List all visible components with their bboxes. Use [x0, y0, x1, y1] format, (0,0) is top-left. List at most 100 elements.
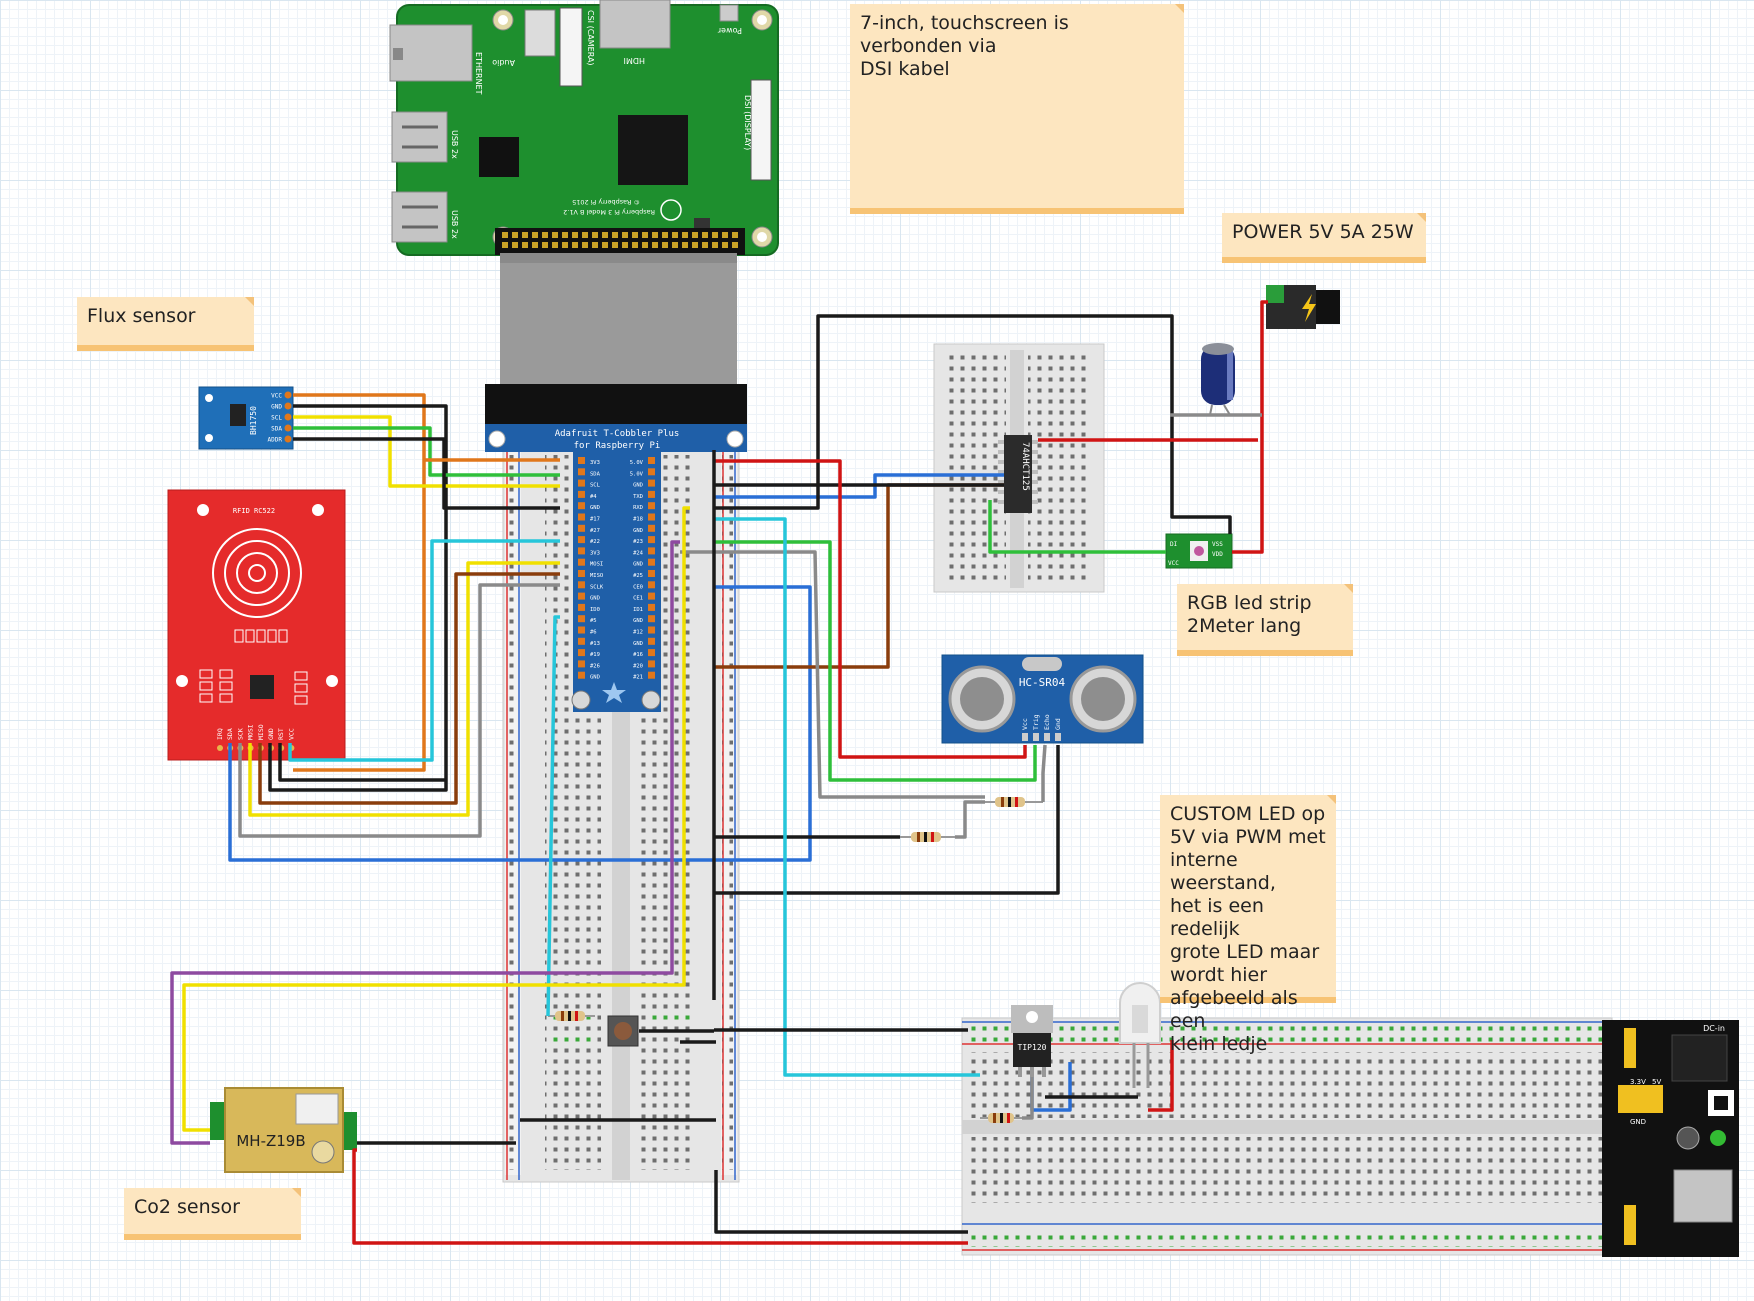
cobbler-pad-left [578, 513, 585, 521]
rfid-pin-label: RST [277, 728, 285, 740]
cobbler-pad-right [648, 457, 655, 464]
cobbler-title-line2: for Raspberry Pi [574, 441, 661, 451]
cobbler-pad-right [648, 615, 655, 623]
psu-3v3-label: 3.3V [1630, 1078, 1646, 1086]
wire-green-rgb [988, 500, 1166, 554]
cobbler-pad-left [578, 660, 585, 668]
cobbler-pin-left-label: #26 [590, 663, 600, 669]
cobbler-pad-left [578, 603, 585, 611]
wire-rfid-irq [228, 585, 812, 862]
cobbler-pin-left-label: #6 [590, 630, 597, 636]
wire-yellow-co2 [182, 506, 690, 1132]
lightning-icon [1302, 294, 1316, 322]
bh1750-pin-label: ADDR [268, 437, 283, 444]
cobbler-pin-left-label: GND [590, 675, 600, 681]
cobbler-pin-right-label: RXD [633, 505, 643, 511]
rpi-usb1-label: USB 2x [450, 130, 459, 159]
bh1750-pin-label: SDA [271, 426, 282, 433]
cobbler-pad-right [648, 626, 655, 634]
transistor-label: TIP120 [1018, 1043, 1047, 1052]
cobbler-pin-left-label: #22 [590, 539, 600, 545]
pushbutton [607, 1015, 639, 1047]
rpi-csi-label: CSI (CAMERA) [586, 10, 595, 66]
wire-black-ic-top [714, 314, 1232, 534]
cobbler-pad-left [578, 671, 585, 679]
ic-label: 74AHCT125 [1020, 442, 1030, 491]
cobbler-pin-right-label: ID1 [633, 607, 643, 613]
wires [170, 300, 1268, 1245]
rfid-pin-label: IRQ [216, 728, 224, 740]
cobbler-pad-left [578, 558, 585, 566]
sonar-pin-pad [1022, 733, 1028, 741]
note-co2-text: Co2 sensor [134, 1196, 240, 1218]
rfid-pin-label: SDA [226, 728, 234, 740]
resistor-sonar [985, 797, 1043, 807]
sonar-pin-pad [1055, 733, 1061, 741]
note-touchscreen-text: 7-inch, touchscreen is verbonden via DSI… [860, 12, 1069, 80]
wire-green-trig [714, 540, 1037, 782]
cobbler-pin-right-label: #25 [633, 573, 643, 579]
wire-rfid-sda [238, 583, 560, 838]
sonar-pin-label: Echo [1043, 714, 1051, 730]
cobbler-pin-labels: 3V3SDASCL#4GND#17#27#223V3MOSIMISOSCLKGN… [578, 457, 655, 681]
cobbler-pin-right-label: #21 [633, 675, 643, 681]
wire-cyan-long [714, 517, 980, 1077]
cobbler-pin-right-label: 5.0V [630, 460, 644, 466]
sonar-pin-label: Gnd [1054, 718, 1062, 730]
co2-sensor-label: MH-Z19B [236, 1132, 305, 1150]
t-cobbler: Adafruit T-Cobbler Plus for Raspberry Pi… [485, 424, 747, 712]
cobbler-pin-left-label: GND [590, 505, 600, 511]
cobbler-pin-right-label: GND [633, 483, 643, 489]
cobbler-pad-left [578, 547, 585, 555]
rfid-label: RFID RC522 [233, 507, 275, 515]
wire-bh-addr [293, 437, 560, 510]
cobbler-pad-left [578, 649, 585, 657]
wire-gnd-bottom [714, 1170, 968, 1234]
cobbler-pad-right [648, 558, 655, 566]
cobbler-pad-left [578, 457, 585, 464]
note-co2-sensor: Co2 sensor [124, 1188, 301, 1240]
cobbler-pin-left-label: 3V3 [590, 460, 600, 466]
cobbler-pin-right-label: GND [633, 528, 643, 534]
cobbler-pin-left-label: GND [590, 596, 600, 602]
rpi-copyright-text: © Raspberry Pi 2015 [572, 198, 640, 206]
ic-74ahct125: 74AHCT125 [998, 435, 1038, 513]
cobbler-pin-right-label: CE1 [633, 596, 643, 602]
bh1750-pin-pad [284, 435, 292, 443]
wire-res-trans [1022, 1077, 1034, 1120]
wire-red-5v [714, 459, 1027, 759]
wire-rfid-miso [278, 743, 446, 782]
cobbler-pad-left [578, 637, 585, 645]
cobbler-pin-right-label: CE0 [633, 584, 643, 590]
cobbler-pad-right [648, 513, 655, 521]
wire-red-led [1148, 1040, 1174, 1112]
bh1750-pin-pad [284, 402, 292, 410]
tip120-transistor: TIP120 [1011, 1005, 1053, 1077]
cobbler-pad-right [648, 479, 655, 487]
sonar-pin-pad [1033, 733, 1039, 741]
note-custom-led: CUSTOM LED op 5V via PWM met interne wee… [1160, 795, 1336, 1055]
bh1750-pin-pad [284, 413, 292, 421]
wire-co2-red [352, 1148, 968, 1245]
cobbler-pad-left [578, 592, 585, 600]
note-rgb-text: RGB led strip 2Meter lang [1187, 592, 1312, 637]
cobbler-pad-left [578, 490, 585, 498]
cobbler-pad-right [648, 536, 655, 544]
wire-rfid-sck [248, 561, 560, 817]
cobbler-title-line1: Adafruit T-Cobbler Plus [555, 429, 680, 439]
white-led [1119, 982, 1161, 1088]
cobbler-pad-right [648, 671, 655, 679]
cobbler-pin-right-label: #20 [633, 663, 643, 669]
psu-5v-label: 5V [1652, 1078, 1661, 1086]
cobbler-pin-right-label: 5.0V [630, 471, 644, 477]
note-flux-text: Flux sensor [87, 305, 196, 327]
bottom-breadboard [961, 1017, 1613, 1256]
cobbler-pad-right [648, 660, 655, 668]
note-power-text: POWER 5V 5A 25W [1232, 221, 1414, 243]
raspberry-logo-icon [660, 199, 682, 221]
bh1750-pin-pad [284, 424, 292, 432]
rfid-antenna-icon [212, 528, 302, 618]
cobbler-pin-right-label: #16 [633, 652, 643, 658]
wire-gray-res2 [955, 800, 985, 839]
sonar-label: HC-SR04 [1019, 676, 1066, 689]
